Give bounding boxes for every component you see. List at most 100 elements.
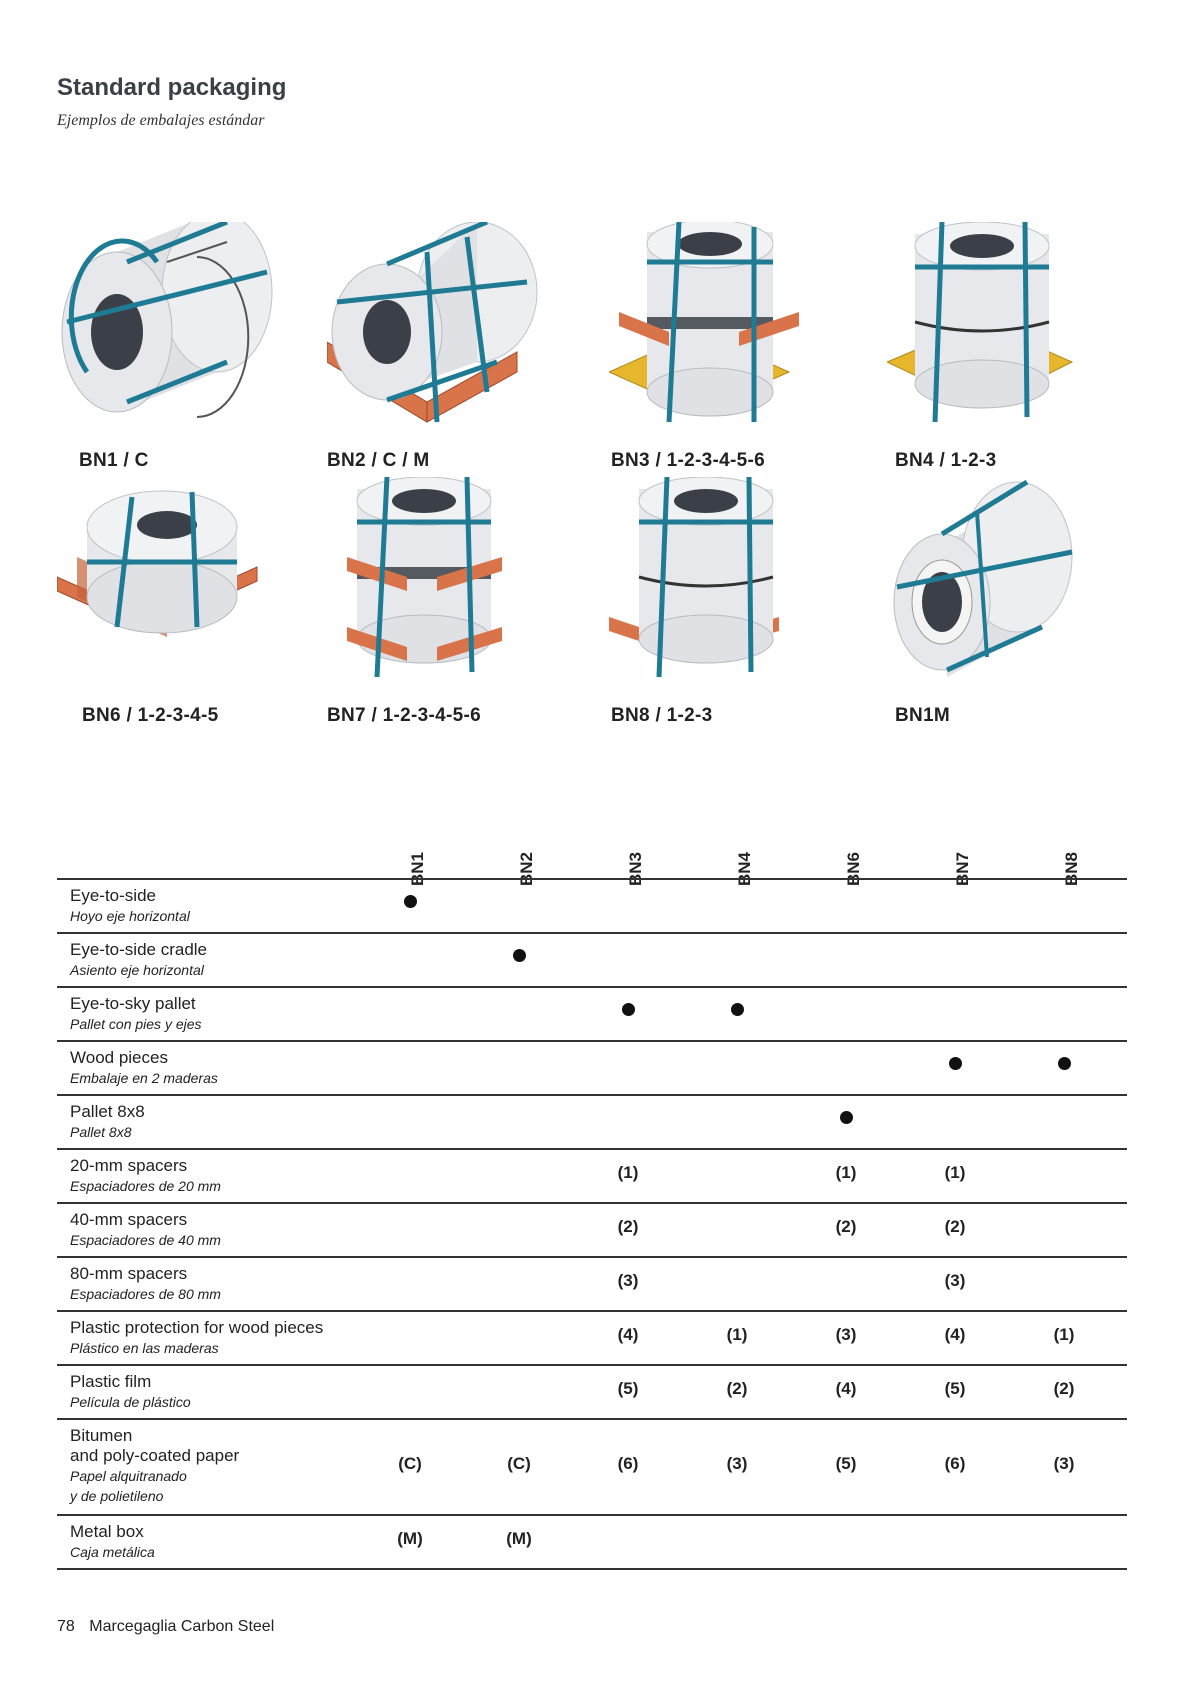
option-code: (2) <box>944 1217 966 1236</box>
option-code: (5) <box>944 1379 966 1398</box>
package-label: BN4 / 1-2-3 <box>895 450 997 471</box>
option-code: (4) <box>617 1325 639 1344</box>
package-card-bn1m: BN1M <box>887 477 1137 726</box>
coil-pallet-8x8-icon <box>57 490 258 637</box>
option-code: (5) <box>835 1454 857 1473</box>
column-header-bn1: BN1 <box>408 851 427 886</box>
option-code: (1) <box>617 1163 639 1182</box>
column-header-bn8: BN8 <box>1062 851 1081 886</box>
option-code: (2) <box>1053 1379 1075 1398</box>
option-code: (1) <box>944 1163 966 1182</box>
option-code: (3) <box>1053 1454 1075 1473</box>
row-label-en: Eye-to-side <box>70 886 156 905</box>
included-dot-icon <box>731 1003 744 1016</box>
coil-eye-to-sky-pallet-icon <box>609 222 799 423</box>
row-label-es: Espaciadores de 40 mm <box>70 1232 221 1248</box>
row-label-en: 40-mm spacers <box>70 1210 188 1229</box>
option-code: (C) <box>398 1454 422 1473</box>
row-label-en: Eye-to-side cradle <box>70 940 208 959</box>
package-card-bn6: BN6 / 1-2-3-4-5 <box>57 477 307 726</box>
row-label-es: Embalaje en 2 maderas <box>70 1070 218 1086</box>
row-label-en: Pallet 8x8 <box>70 1102 145 1121</box>
page-number: 78 <box>57 1618 75 1635</box>
row-label-es: Hoyo eje horizontal <box>70 908 190 924</box>
included-dot-icon <box>949 1057 962 1070</box>
option-code: (3) <box>944 1271 966 1290</box>
package-label: BN1M <box>895 705 951 726</box>
row-label-es: Asiento eje horizontal <box>70 962 204 978</box>
coil-cradle-icon <box>327 222 538 423</box>
option-code: (M) <box>506 1529 532 1548</box>
option-code: (3) <box>617 1271 639 1290</box>
option-code: (C) <box>507 1454 531 1473</box>
row-label-en: Wood pieces <box>70 1048 168 1067</box>
package-card-bn4: BN4 / 1-2-3 <box>887 222 1137 471</box>
option-code: (4) <box>835 1379 857 1398</box>
option-code: (1) <box>835 1163 857 1182</box>
column-header-bn3: BN3 <box>626 851 645 886</box>
option-code: (1) <box>1053 1325 1075 1344</box>
package-card-bn3: BN3 / 1-2-3-4-5-6 <box>609 222 859 471</box>
row-label-en: Plastic protection for wood pieces <box>70 1318 324 1337</box>
option-code: (6) <box>944 1454 966 1473</box>
row-label-es: Espaciadores de 80 mm <box>70 1286 221 1302</box>
coil-eye-to-sky-pallet-icon <box>887 222 1074 423</box>
coil-wood-pieces-icon <box>347 477 502 678</box>
column-header-bn6: BN6 <box>844 851 863 886</box>
option-code: (M) <box>397 1529 423 1548</box>
option-code: (3) <box>835 1325 857 1344</box>
included-dot-icon <box>1058 1057 1071 1070</box>
option-code: (4) <box>944 1325 966 1344</box>
coil-metal-box-icon <box>893 479 1073 677</box>
row-label-es: Pallet 8x8 <box>70 1124 132 1140</box>
package-label: BN3 / 1-2-3-4-5-6 <box>611 450 765 471</box>
package-card-bn8: BN8 / 1-2-3 <box>609 477 859 726</box>
package-card-bn7: BN7 / 1-2-3-4-5-6 <box>327 477 577 726</box>
included-dot-icon <box>622 1003 635 1016</box>
coil-wood-pieces-icon <box>609 477 779 678</box>
option-code: (6) <box>617 1454 639 1473</box>
row-label-es: Película de plástico <box>70 1394 191 1410</box>
page-title: Standard packaging <box>57 74 287 101</box>
included-dot-icon <box>840 1111 853 1124</box>
package-label: BN2 / C / M <box>327 450 430 471</box>
row-label-en: 20-mm spacers <box>70 1156 188 1175</box>
row-label-en: Eye-to-sky pallet <box>70 994 196 1013</box>
option-code: (2) <box>617 1217 639 1236</box>
row-label-es: Plástico en las maderas <box>70 1340 219 1356</box>
row-label-en: Bitumen and poly-coated paper <box>70 1426 240 1465</box>
row-label-en: 80-mm spacers <box>70 1264 188 1283</box>
table-bottom-rule <box>57 1568 1127 1570</box>
row-label-es: Pallet con pies y ejes <box>70 1016 202 1032</box>
column-header-bn4: BN4 <box>735 851 754 886</box>
option-code: (1) <box>726 1325 748 1344</box>
package-label: BN1 / C <box>79 450 149 471</box>
row-label-es: Caja metálica <box>70 1544 155 1560</box>
included-dot-icon <box>513 949 526 962</box>
option-code: (5) <box>617 1379 639 1398</box>
option-code: (2) <box>835 1217 857 1236</box>
column-header-bn2: BN2 <box>517 851 536 886</box>
option-code: (3) <box>726 1454 748 1473</box>
included-dot-icon <box>404 895 417 908</box>
row-label-en: Plastic film <box>70 1372 152 1391</box>
package-label: BN6 / 1-2-3-4-5 <box>82 705 219 726</box>
package-card-bn1: BN1 / C <box>57 222 307 471</box>
column-header-bn7: BN7 <box>953 851 972 886</box>
page-subtitle: Ejemplos de embalajes estándar <box>57 112 265 129</box>
row-label-es: Papel alquitranado y de polietileno <box>70 1468 187 1504</box>
row-label-es: Espaciadores de 20 mm <box>70 1178 221 1194</box>
page-footer: 78 Marcegaglia Carbon Steel <box>57 1618 274 1636</box>
